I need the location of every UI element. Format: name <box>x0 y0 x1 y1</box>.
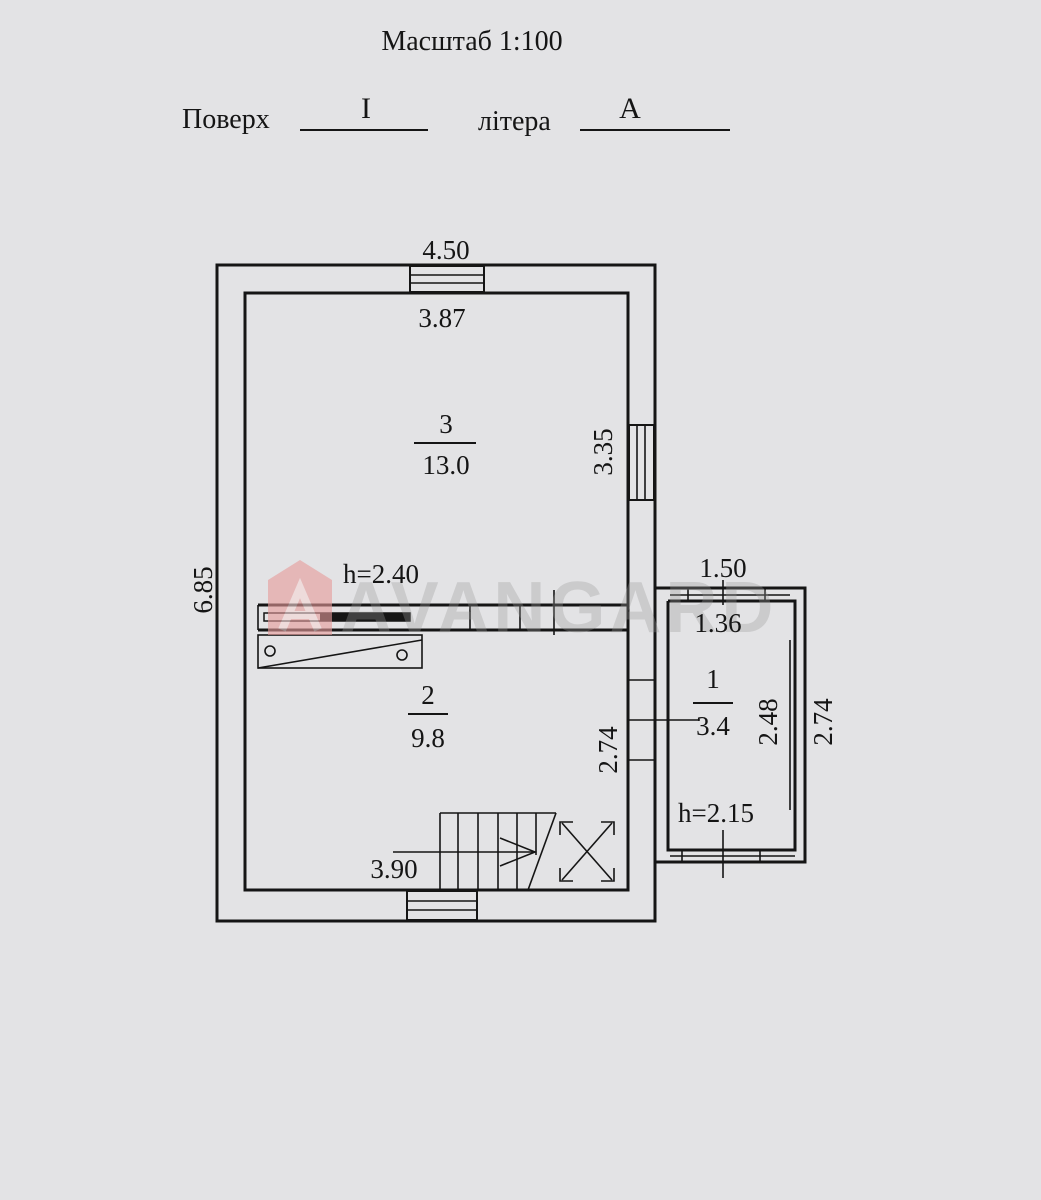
svg-text:13.0: 13.0 <box>422 450 469 480</box>
height-annex: h=2.15 <box>678 798 754 828</box>
room-3-label: 3 13.0 <box>414 409 476 480</box>
dim-room2-depth: 2.74 <box>593 726 623 774</box>
stairs <box>393 812 557 891</box>
floor-label: Поверх <box>182 104 270 135</box>
dim-annex-inner-width: 1.36 <box>694 608 741 638</box>
room-2-label: 2 9.8 <box>408 680 448 753</box>
watermark-logo: AVANGARD <box>268 560 777 648</box>
annex <box>655 580 807 878</box>
height-main: h=2.40 <box>343 559 419 589</box>
letter-label: літера <box>478 106 551 137</box>
dim-outer-length: 6.85 <box>188 566 218 613</box>
dim-annex-outer-width: 1.50 <box>699 553 746 583</box>
dim-annex-outer-depth: 2.74 <box>808 698 838 746</box>
scale-label: Масштаб 1:100 <box>381 26 562 57</box>
main-building <box>215 263 700 923</box>
dim-inner-width-room3: 3.87 <box>418 303 465 333</box>
dim-room3-depth: 3.35 <box>588 428 618 475</box>
svg-text:9.8: 9.8 <box>411 723 445 753</box>
svg-text:AVANGARD: AVANGARD <box>340 568 777 648</box>
dim-annex-inner-depth: 2.48 <box>753 698 783 745</box>
svg-text:3.4: 3.4 <box>696 711 730 741</box>
svg-text:3: 3 <box>439 409 453 439</box>
svg-text:1: 1 <box>706 664 720 694</box>
dim-inner-width-room2: 3.90 <box>370 854 417 884</box>
floor-value: I <box>361 92 371 125</box>
svg-text:2: 2 <box>421 680 435 710</box>
hatch-x-icon <box>559 821 615 882</box>
letter-value: А <box>619 92 641 125</box>
room-1-label: 1 3.4 <box>693 664 733 741</box>
dim-outer-width: 4.50 <box>422 235 469 265</box>
